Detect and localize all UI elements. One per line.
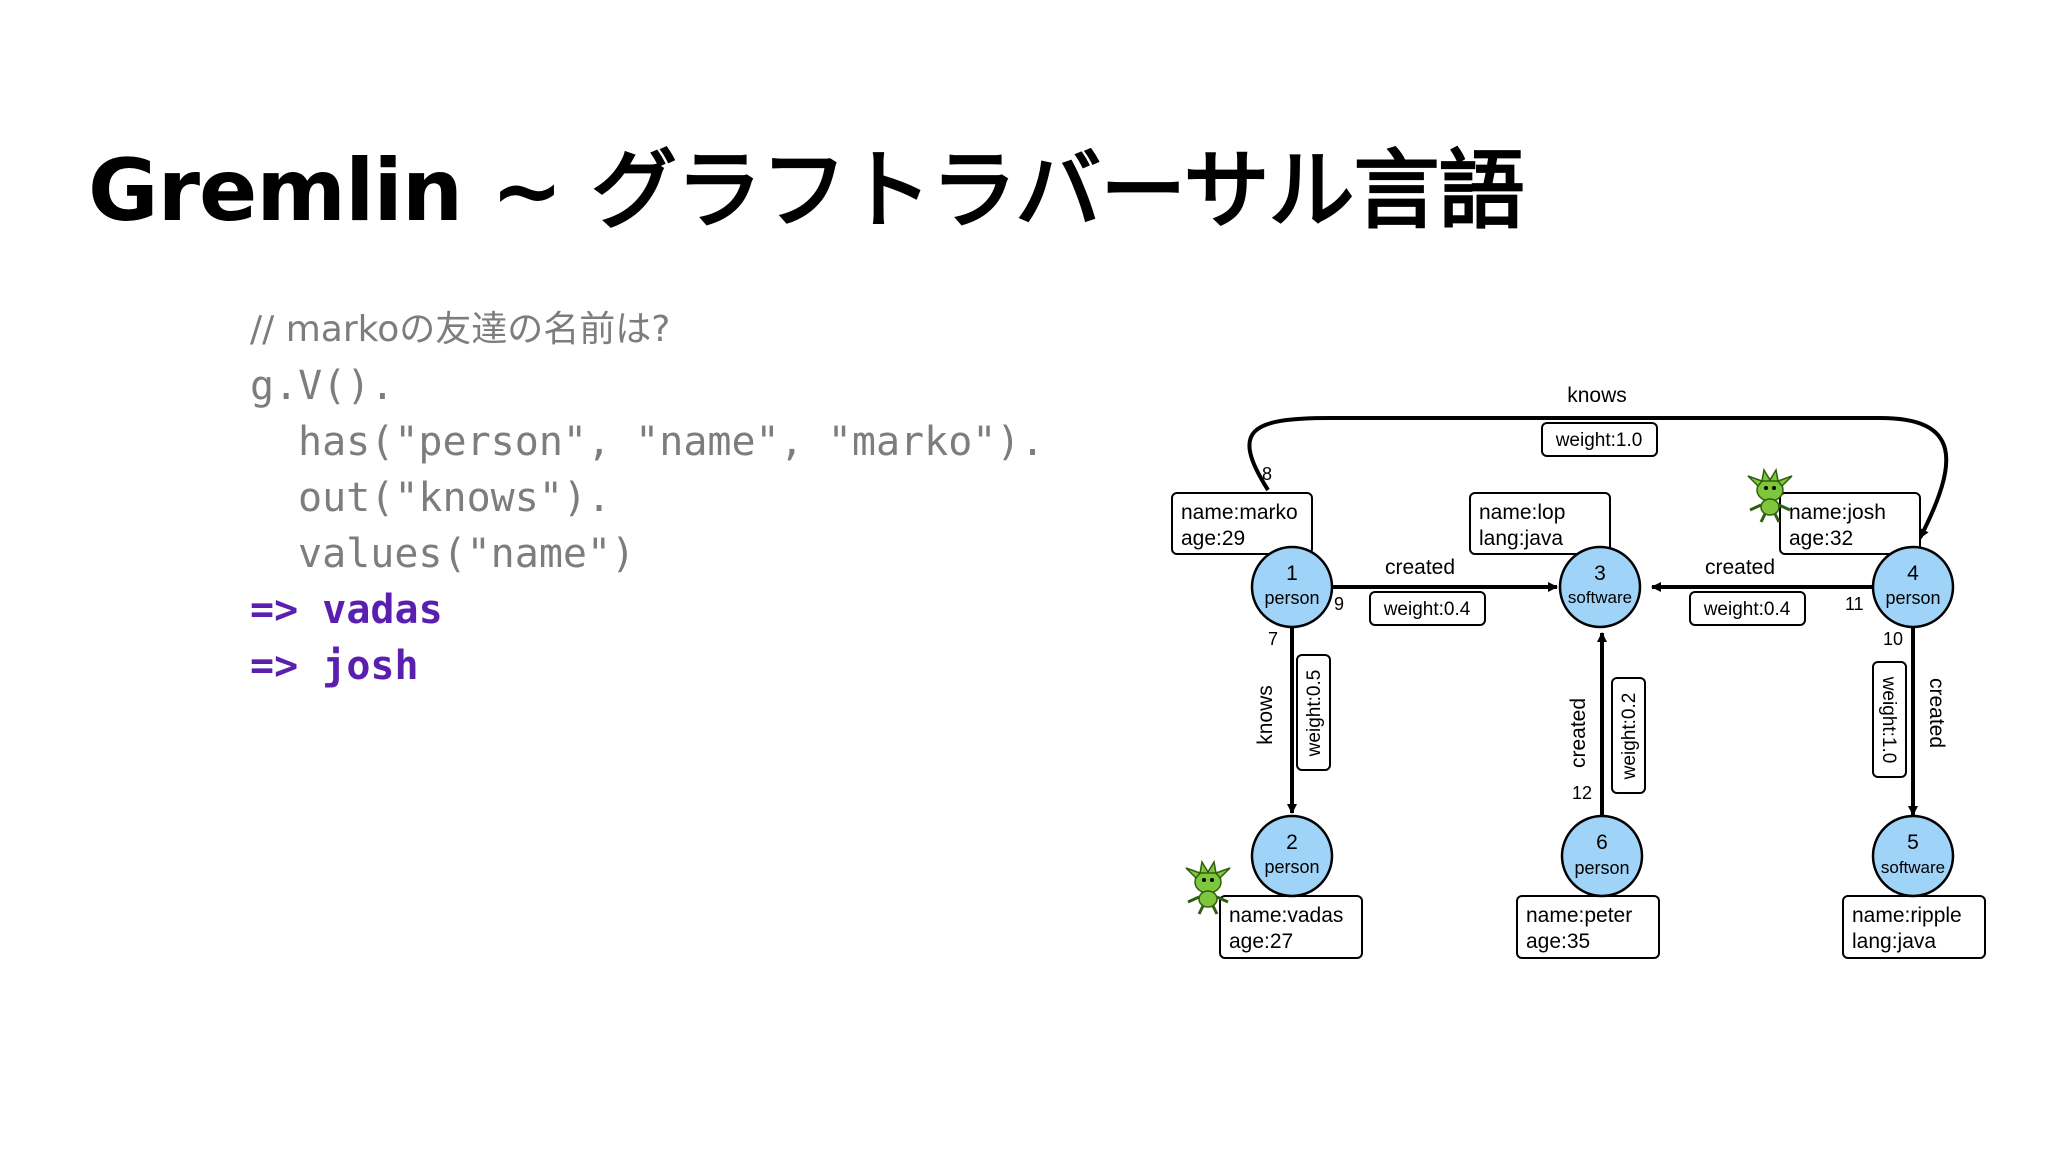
node-label: person bbox=[1264, 857, 1319, 877]
property-text: age:32 bbox=[1789, 527, 1853, 550]
node-id: 2 bbox=[1286, 831, 1298, 854]
edge-label: created bbox=[1705, 556, 1775, 579]
node-1-properties: name:marko age:29 bbox=[1171, 492, 1313, 555]
property-text: name:josh bbox=[1789, 501, 1886, 524]
edge-12: created weight:0.2 12 bbox=[1567, 632, 1646, 815]
property-text: name:ripple bbox=[1852, 904, 1962, 927]
edge-10: weight:1.0 created 10 bbox=[1872, 628, 1948, 816]
property-text: lang:java bbox=[1852, 930, 1936, 953]
property-text: name:peter bbox=[1526, 904, 1632, 927]
property-text: name:marko bbox=[1181, 501, 1298, 524]
gremlin-mascot-icon bbox=[1747, 467, 1793, 523]
edge-id: 10 bbox=[1883, 629, 1903, 649]
property-text: age:29 bbox=[1181, 527, 1245, 550]
edge-id: 7 bbox=[1268, 629, 1278, 649]
code-line: out("knows"). bbox=[298, 475, 612, 521]
edge-id: 9 bbox=[1334, 594, 1344, 614]
node-6: 6 person bbox=[1560, 814, 1644, 898]
node-label: person bbox=[1264, 588, 1319, 608]
edge-id: 12 bbox=[1572, 783, 1592, 803]
edge-label: created bbox=[1925, 678, 1948, 748]
edge-id: 8 bbox=[1262, 464, 1272, 484]
code-block: // markoの友達の名前は? g.V(). has("person", "n… bbox=[250, 300, 1045, 694]
code-line: g.V(). bbox=[250, 363, 395, 409]
edge-weight: weight:0.4 bbox=[1383, 599, 1471, 620]
edge-weight: weight:0.2 bbox=[1619, 693, 1640, 781]
code-comment: // markoの友達の名前は? bbox=[250, 309, 671, 350]
edge-7: knows weight:0.5 7 bbox=[1254, 628, 1331, 814]
node-label: software bbox=[1568, 588, 1632, 607]
edge-11: created weight:0.4 11 bbox=[1651, 556, 1872, 626]
slide-title: Gremlin ~ グラフトラバーサル言語 bbox=[88, 141, 1524, 241]
node-id: 4 bbox=[1907, 562, 1919, 585]
node-4: 4 person bbox=[1871, 545, 1955, 629]
property-text: name:vadas bbox=[1229, 904, 1343, 927]
edge-8: knows weight:1.0 8 bbox=[1247, 384, 1949, 539]
property-text: age:35 bbox=[1526, 930, 1590, 953]
node-2-properties: name:vadas age:27 bbox=[1219, 895, 1363, 959]
node-id: 5 bbox=[1907, 831, 1919, 854]
edge-label: knows bbox=[1254, 685, 1277, 745]
edge-weight: weight:0.4 bbox=[1703, 599, 1791, 620]
node-id: 3 bbox=[1594, 562, 1606, 585]
edge-label: created bbox=[1385, 556, 1455, 579]
node-label: person bbox=[1574, 858, 1629, 878]
code-result: => josh bbox=[250, 643, 419, 689]
node-2: 2 person bbox=[1250, 814, 1334, 898]
edge-weight: weight:1.0 bbox=[1878, 676, 1899, 764]
node-label: software bbox=[1881, 858, 1945, 877]
node-5: 5 software bbox=[1871, 814, 1955, 898]
edge-weight: weight:0.5 bbox=[1304, 670, 1325, 758]
node-4-properties: name:josh age:32 bbox=[1779, 492, 1921, 555]
edge-id: 11 bbox=[1845, 594, 1864, 614]
node-3: 3 software bbox=[1558, 545, 1642, 629]
code-result: => vadas bbox=[250, 587, 443, 633]
node-5-properties: name:ripple lang:java bbox=[1842, 895, 1986, 959]
edge-weight: weight:1.0 bbox=[1555, 430, 1643, 451]
edge-label: created bbox=[1567, 698, 1590, 768]
edge-9: created weight:0.4 9 bbox=[1333, 556, 1558, 626]
node-id: 6 bbox=[1596, 831, 1608, 854]
edge-label: knows bbox=[1567, 384, 1627, 407]
node-3-properties: name:lop lang:java bbox=[1469, 492, 1611, 555]
node-1: 1 person bbox=[1250, 545, 1334, 629]
gremlin-mascot-icon bbox=[1185, 859, 1231, 915]
code-line: values("name") bbox=[298, 531, 636, 577]
property-text: age:27 bbox=[1229, 930, 1293, 953]
node-id: 1 bbox=[1286, 562, 1298, 585]
code-line: has("person", "name", "marko"). bbox=[298, 419, 1045, 465]
property-text: lang:java bbox=[1479, 527, 1563, 550]
node-label: person bbox=[1885, 588, 1940, 608]
node-6-properties: name:peter age:35 bbox=[1516, 895, 1660, 959]
property-text: name:lop bbox=[1479, 501, 1565, 524]
